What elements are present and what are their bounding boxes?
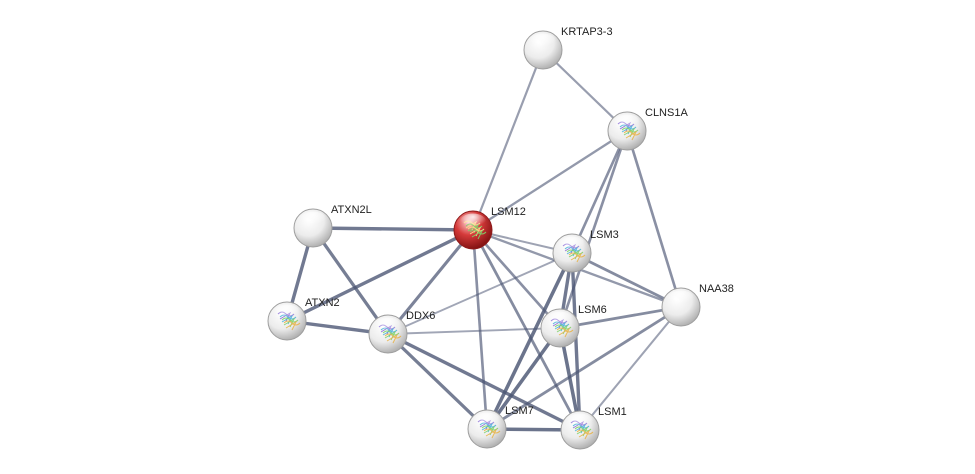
node-label: NAA38 <box>699 283 734 295</box>
edge-naa38-lsm1[interactable] <box>578 305 683 432</box>
edge-atxn2l-lsm12[interactable] <box>311 226 475 232</box>
edge-lsm12-atxn2[interactable] <box>285 228 475 323</box>
edge-clns1a-lsm12[interactable] <box>471 129 629 232</box>
node-highlight <box>566 413 594 431</box>
node-label: LSM6 <box>578 304 607 316</box>
edge-lsm6-naa38[interactable] <box>558 305 683 330</box>
edge-atxn2l-ddx6[interactable] <box>311 226 390 336</box>
node-lsm6[interactable]: LSM6 <box>540 304 607 348</box>
edge-clns1a-lsm6[interactable] <box>558 129 629 330</box>
node-highlight <box>613 114 641 132</box>
node-highlight <box>374 317 402 335</box>
edge-ddx6-lsm6[interactable] <box>387 327 561 335</box>
node-clns1a[interactable]: CLNS1A <box>607 107 688 151</box>
node-label: DDX6 <box>406 310 435 322</box>
node-lsm1[interactable]: LSM1 <box>560 406 627 450</box>
edge-ddx6-lsm7[interactable] <box>386 332 489 431</box>
node-highlight <box>459 213 487 231</box>
edge-lsm3-naa38[interactable] <box>570 251 683 309</box>
node-krtap3-3[interactable]: KRTAP3-3 <box>523 26 613 70</box>
node-highlight <box>299 211 327 229</box>
node-label: ATXN2L <box>331 204 372 216</box>
node-naa38[interactable]: NAA38 <box>661 283 734 327</box>
node-label: LSM3 <box>590 229 619 241</box>
node-highlight <box>558 236 586 254</box>
node-label: LSM12 <box>491 206 526 218</box>
node-highlight <box>473 412 501 430</box>
edge-lsm3-lsm7[interactable] <box>485 251 574 431</box>
edge-lsm12-lsm7[interactable] <box>471 228 489 431</box>
edge-ddx6-lsm3[interactable] <box>387 252 573 335</box>
node-label: LSM7 <box>505 405 534 417</box>
edge-krtap3-3-lsm12[interactable] <box>471 48 545 232</box>
node-highlight <box>529 33 557 51</box>
node-label: LSM1 <box>598 406 627 418</box>
edge-ddx6-lsm1[interactable] <box>386 332 582 432</box>
node-highlight <box>546 311 574 329</box>
node-label: CLNS1A <box>645 107 688 119</box>
edge-clns1a-naa38[interactable] <box>625 129 683 309</box>
node-label: ATXN2 <box>305 297 340 309</box>
node-highlight <box>667 290 695 308</box>
edge-clns1a-lsm3[interactable] <box>570 129 629 255</box>
node-lsm12[interactable]: LSM12 <box>453 206 526 250</box>
node-lsm7[interactable]: LSM7 <box>467 405 534 449</box>
edge-naa38-lsm7[interactable] <box>485 305 683 431</box>
node-lsm3[interactable]: LSM3 <box>552 229 619 273</box>
edge-lsm6-lsm7[interactable] <box>485 326 562 431</box>
node-atxn2l[interactable]: ATXN2L <box>293 204 372 248</box>
node-ddx6[interactable]: DDX6 <box>368 310 435 354</box>
edge-lsm3-lsm1[interactable] <box>570 251 582 432</box>
node-atxn2[interactable]: ATXN2 <box>267 297 340 341</box>
node-label: KRTAP3-3 <box>561 26 613 38</box>
edge-lsm12-ddx6[interactable] <box>386 228 475 336</box>
node-highlight <box>273 304 301 322</box>
